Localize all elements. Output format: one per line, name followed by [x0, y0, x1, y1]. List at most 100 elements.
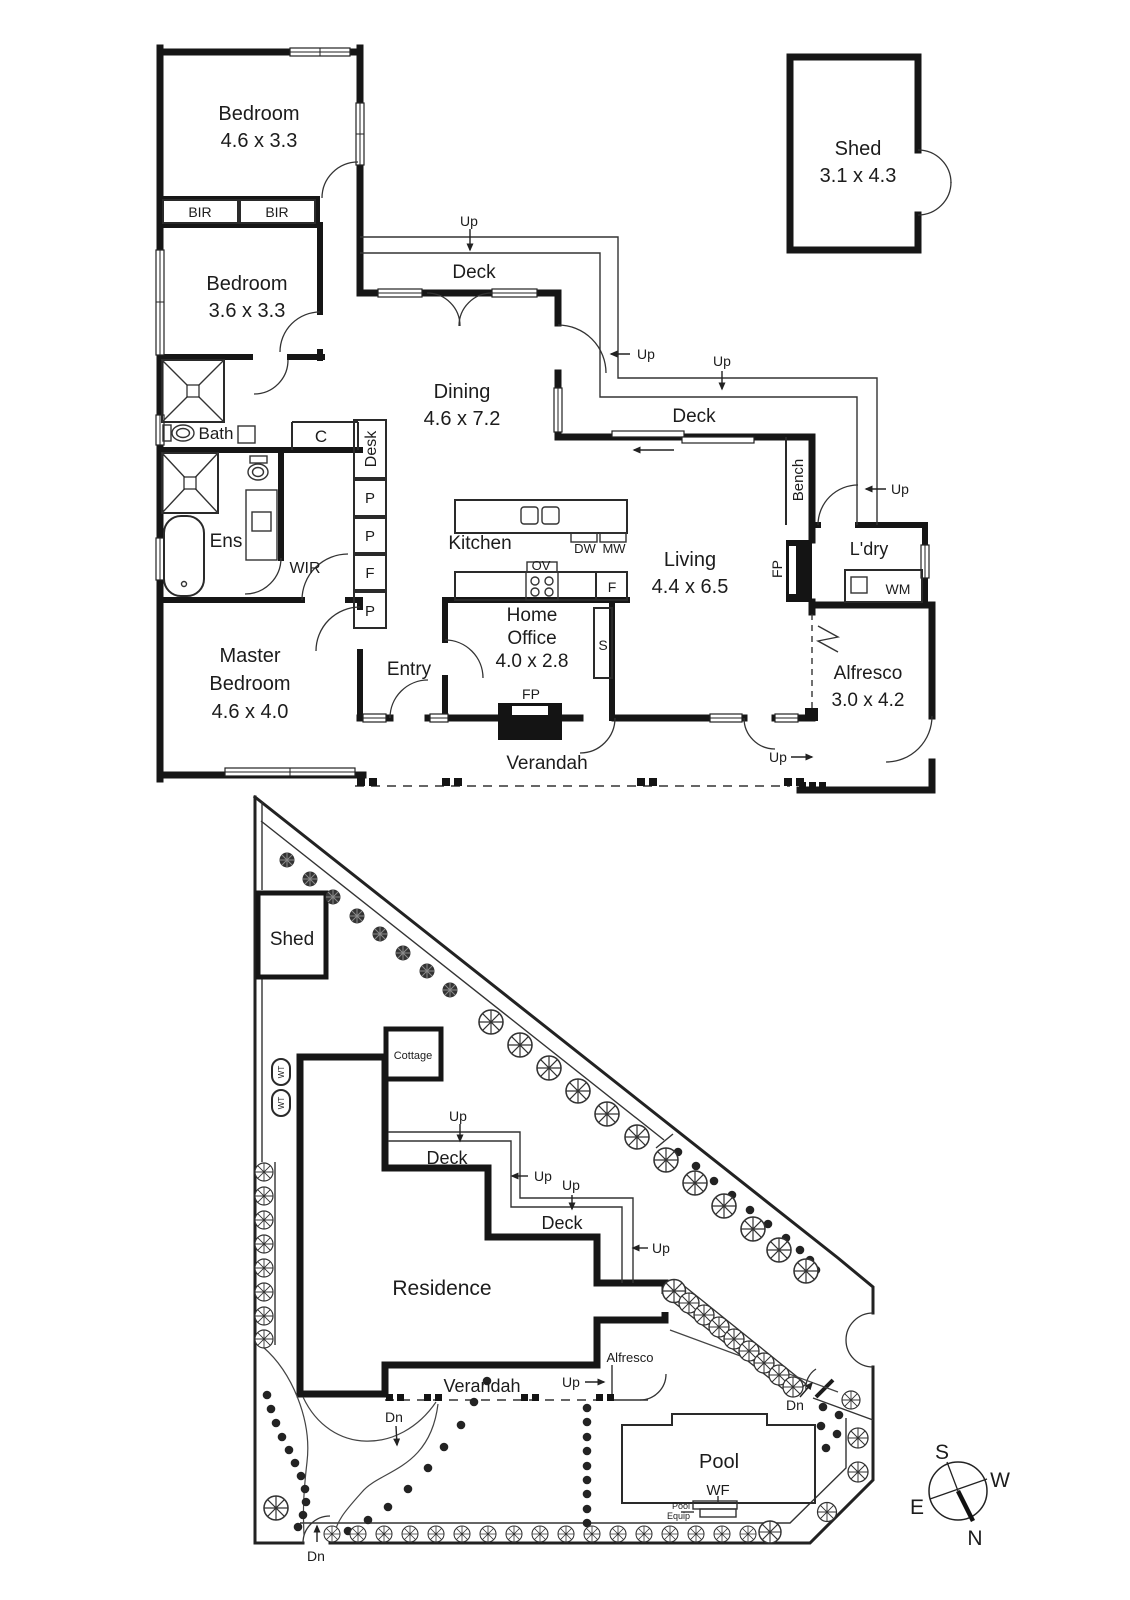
- site-alfresco-door: [639, 1373, 667, 1401]
- site-label-pool-equip1: Pool: [672, 1501, 690, 1511]
- garden-dots: [262, 1147, 844, 1536]
- site-label-deck2: Deck: [541, 1213, 583, 1233]
- site-label-shed: Shed: [270, 929, 314, 950]
- fixture-label-p1: P: [365, 490, 375, 507]
- room-dims-alfresco: 3.0 x 4.2: [832, 690, 905, 711]
- site-label-alfresco: Alfresco: [607, 1350, 654, 1365]
- room-label-ens: Ens: [210, 531, 243, 552]
- deck-outline: [360, 236, 878, 525]
- fixture-label-pantry: F: [365, 565, 374, 582]
- fixture-label-dishwasher: DW: [574, 541, 596, 556]
- floorplan-fixtures: [161, 199, 923, 740]
- room-label-office: Home: [507, 605, 558, 626]
- room-label-kitchen: Kitchen: [448, 533, 511, 554]
- site-stair-arrows: [313, 1124, 813, 1542]
- room-label-laundry: L'dry: [850, 539, 888, 559]
- fixture-label-cupboard: C: [315, 427, 327, 446]
- fixture-label-fp-living: FP: [769, 560, 785, 578]
- fixture-label-store: S: [598, 637, 607, 653]
- site-label-pool: Pool: [699, 1451, 739, 1473]
- fixture-label-wm: WM: [886, 581, 911, 597]
- toilet-icon: [247, 455, 269, 481]
- fixture-label-bir1: BIR: [188, 204, 211, 220]
- room-label-dining: Dining: [434, 381, 491, 403]
- fixture-label-bir2: BIR: [265, 204, 288, 220]
- fixture-label-desk: Desk: [363, 430, 380, 467]
- site-label-wt2: WT: [277, 1097, 286, 1110]
- fixture-label-fridge: F: [608, 579, 617, 595]
- room-label-deck2: Deck: [672, 406, 716, 427]
- stair-label-up2: Up: [637, 346, 655, 362]
- site-label-pool-equip2: Equip: [667, 1511, 690, 1521]
- floorplan-doors: [244, 149, 952, 763]
- toilet-icon: [162, 424, 195, 442]
- room-label-bedroom1: Bedroom: [218, 103, 299, 125]
- room-dims-office: 4.0 x 2.8: [496, 651, 569, 672]
- room-dims-master: 4.6 x 4.0: [212, 701, 289, 723]
- alfresco-edge: [805, 614, 841, 721]
- room-label-entry: Entry: [387, 659, 432, 680]
- site-stair-label-up2: Up: [534, 1168, 552, 1184]
- site-shed-outline: [255, 890, 329, 980]
- site-stair-label-up4: Up: [652, 1240, 670, 1256]
- site-label-wf: WF: [706, 1482, 729, 1499]
- room-label-shed: Shed: [835, 138, 882, 160]
- compass-north: N: [967, 1527, 982, 1550]
- fixture-label-fp-verandah: FP: [522, 686, 540, 702]
- room-dims-bedroom1: 4.6 x 3.3: [221, 130, 298, 152]
- room-label-bath: Bath: [199, 424, 234, 443]
- site-stair-label-up1: Up: [449, 1108, 467, 1124]
- compass-west: W: [990, 1469, 1010, 1492]
- site-label-residence: Residence: [392, 1277, 491, 1300]
- stair-label-up5: Up: [769, 749, 787, 765]
- upper-floor-plan: Bedroom 4.6 x 3.3 Bedroom 3.6 x 3.3 Mast…: [155, 44, 952, 794]
- stair-label-up3: Up: [713, 353, 731, 369]
- room-label-alfresco: Alfresco: [834, 663, 903, 684]
- compass-south: S: [935, 1441, 949, 1464]
- site-labels: Shed Cottage Residence Deck Deck Alfresc…: [270, 929, 804, 1564]
- room-label-deck1: Deck: [452, 262, 496, 283]
- verandah-edge: [355, 778, 826, 789]
- site-stair-label-up5: Up: [562, 1374, 580, 1390]
- site-stair-label-dn2: Dn: [307, 1548, 325, 1564]
- site-deck-outline: [388, 1131, 634, 1283]
- compass-icon: S W E N: [910, 1441, 1010, 1550]
- room-label-office2: Office: [507, 628, 556, 649]
- site-verandah-edge: [385, 1365, 648, 1401]
- site-stair-label-dn3: Dn: [786, 1397, 804, 1413]
- room-label-living: Living: [664, 549, 716, 571]
- site-label-verandah: Verandah: [443, 1376, 520, 1396]
- room-dims-shed: 3.1 x 4.3: [820, 165, 897, 187]
- fixture-label-p2: P: [365, 528, 375, 545]
- fixture-label-bench: Bench: [790, 459, 807, 502]
- floorplan-windows: [155, 47, 930, 777]
- stair-label-up1: Up: [460, 213, 478, 229]
- shower-icon: [161, 452, 219, 514]
- room-label-verandah: Verandah: [506, 753, 587, 774]
- pool-outline: [621, 1413, 816, 1518]
- site-label-cottage: Cottage: [394, 1050, 433, 1062]
- stair-label-up4: Up: [891, 481, 909, 497]
- bathtub-icon: [163, 515, 205, 597]
- site-stair-label-dn1: Dn: [385, 1409, 403, 1425]
- site-label-deck1: Deck: [426, 1148, 468, 1168]
- floorplan-labels: Bedroom 4.6 x 3.3 Bedroom 3.6 x 3.3 Mast…: [188, 103, 910, 774]
- fixture-label-microwave: MW: [602, 541, 626, 556]
- site-boundary: [252, 794, 875, 1545]
- room-dims-dining: 4.6 x 7.2: [424, 408, 501, 430]
- room-label-master2: Bedroom: [209, 673, 290, 695]
- room-label-bedroom2: Bedroom: [206, 273, 287, 295]
- kitchen-island: [454, 499, 628, 543]
- site-plan: Shed Cottage Residence Deck Deck Alfresc…: [252, 794, 1010, 1564]
- washing-machine-icon: [844, 569, 923, 603]
- site-label-wt1: WT: [277, 1066, 286, 1079]
- floorplan-stair-arrows: [466, 229, 886, 761]
- fixture-label-oven: OV: [532, 558, 551, 573]
- room-label-wir: WIR: [289, 560, 320, 577]
- fixture-label-p3: P: [365, 603, 375, 620]
- room-dims-bedroom2: 3.6 x 3.3: [209, 300, 286, 322]
- room-label-master: Master: [219, 645, 280, 667]
- compass-east: E: [910, 1496, 924, 1519]
